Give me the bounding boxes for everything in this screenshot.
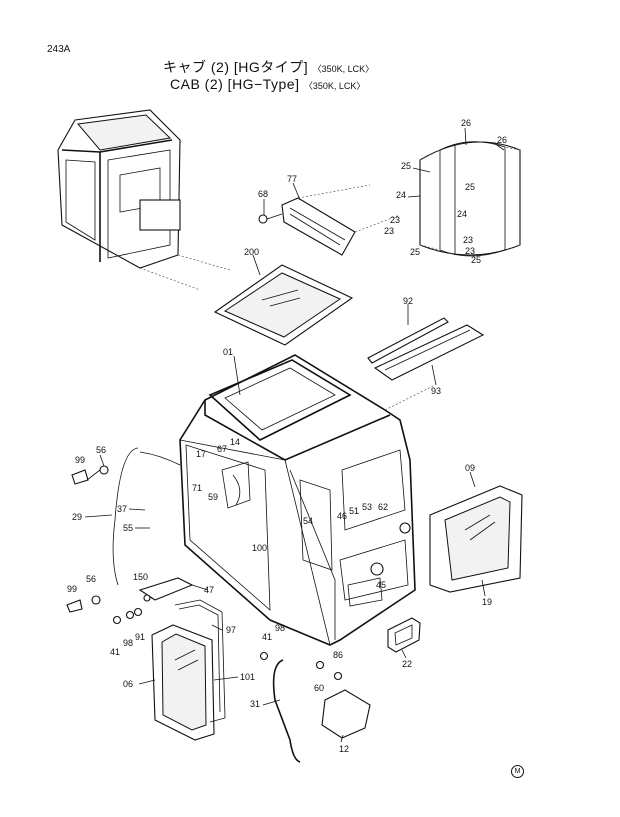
callout-150: 150 [133, 572, 148, 582]
callout-92: 92 [403, 296, 413, 306]
main-cab-frame [179, 354, 436, 646]
callout-25-a: 25 [401, 161, 411, 171]
callout-200: 200 [244, 247, 259, 257]
callout-56-a: 56 [96, 445, 106, 455]
callout-24-a: 24 [396, 190, 406, 200]
callout-25-d: 25 [471, 255, 481, 265]
callout-99-b: 99 [67, 584, 77, 594]
title-english-models: 〈350K, LCK〉 [303, 81, 366, 91]
callout-14: 14 [230, 437, 240, 447]
callout-86: 86 [333, 650, 343, 660]
plate-22 [387, 617, 421, 653]
callout-62: 62 [378, 502, 388, 512]
door-window-09 [429, 485, 523, 593]
roof-dome-assembly [419, 141, 521, 257]
title-japanese-main: キャブ (2) [HGタイプ] [163, 59, 309, 75]
bolt-68 [258, 213, 283, 224]
callout-98-a: 98 [123, 638, 133, 648]
callout-67: 67 [217, 444, 227, 454]
callout-25-b: 25 [465, 182, 475, 192]
callout-01: 01 [223, 347, 233, 357]
seal-strips-92-93 [367, 317, 485, 381]
callout-25-c: 25 [410, 247, 420, 257]
page-code: 243A [47, 44, 71, 55]
callout-24-b: 24 [457, 209, 467, 219]
callout-93: 93 [431, 386, 441, 396]
callout-53: 53 [362, 502, 372, 512]
callout-37: 37 [117, 504, 127, 514]
callout-06: 06 [123, 679, 133, 689]
callout-26-a: 26 [461, 118, 471, 128]
title-english-main: CAB (2) [HG−Type] [170, 76, 300, 92]
callout-23-a: 23 [390, 215, 400, 225]
title-english: CAB (2) [HG−Type] 〈350K, LCK〉 [170, 76, 365, 92]
callout-12: 12 [339, 744, 349, 754]
callout-71: 71 [192, 483, 202, 493]
title-japanese-models: 〈350K, LCK〉 [312, 64, 375, 74]
callout-56-b: 56 [86, 574, 96, 584]
callout-68: 68 [258, 189, 268, 199]
callout-09: 09 [465, 463, 475, 473]
callout-98-b: 98 [275, 623, 285, 633]
corner-circled-mark: M [511, 765, 524, 778]
callout-101: 101 [240, 672, 255, 682]
hose-31 [272, 659, 301, 763]
callout-51: 51 [349, 506, 359, 516]
cover-12 [321, 689, 371, 739]
callout-labels: 26 26 25 25 24 24 23 23 23 23 25 25 68 7… [67, 118, 507, 754]
callout-23-b: 23 [384, 226, 394, 236]
callout-60: 60 [314, 683, 324, 693]
callout-26-b: 26 [497, 135, 507, 145]
callout-19: 19 [482, 597, 492, 607]
callout-22: 22 [402, 659, 412, 669]
callout-77: 77 [287, 174, 297, 184]
callout-47: 47 [204, 585, 214, 595]
callout-41-b: 41 [262, 632, 272, 642]
callout-97: 97 [226, 625, 236, 635]
bolts-lower [112, 607, 343, 681]
title-japanese: キャブ (2) [HGタイプ] 〈350K, LCK〉 [163, 57, 374, 77]
callout-23-c: 23 [463, 235, 473, 245]
callout-29: 29 [72, 512, 82, 522]
leader-lines [84, 127, 505, 743]
callout-23-d: 23 [465, 246, 475, 256]
callout-46: 46 [337, 511, 347, 521]
callout-45: 45 [376, 580, 386, 590]
callout-41-a: 41 [110, 647, 120, 657]
roof-light-77 [281, 184, 401, 256]
callout-54: 54 [303, 516, 313, 526]
callout-99-a: 99 [75, 455, 85, 465]
overview-cab-illustration [57, 109, 231, 291]
side-window-06 [151, 624, 215, 741]
callout-91: 91 [135, 632, 145, 642]
callout-55: 55 [123, 523, 133, 533]
callout-59: 59 [208, 492, 218, 502]
callout-17: 17 [196, 449, 206, 459]
callout-31: 31 [250, 699, 260, 709]
window-seal-97-101 [174, 599, 226, 723]
roof-glass-200 [213, 264, 354, 346]
wiring-harness-29 [66, 447, 181, 613]
callout-100: 100 [252, 543, 267, 553]
